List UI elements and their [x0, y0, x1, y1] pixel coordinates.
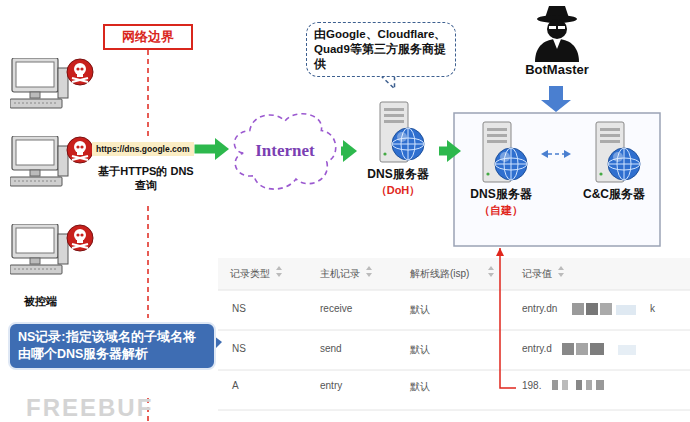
- watermark: FREEBUF: [26, 394, 153, 422]
- node-title: DNS服务器: [470, 186, 531, 203]
- server-icon: [368, 100, 428, 166]
- dashed-link: [548, 153, 564, 155]
- table-cell: 默认: [410, 380, 430, 394]
- internet-cloud: Internet: [230, 108, 340, 194]
- url-banner: https://dns.google.com: [92, 142, 194, 156]
- table-cell: NS: [232, 343, 246, 354]
- cc-server: C&C服务器: [572, 120, 656, 203]
- table-header: 记录类型: [230, 267, 270, 281]
- computer-icon: [10, 224, 68, 274]
- green-arrow: [195, 145, 216, 154]
- node-title: 网络边界: [122, 28, 174, 46]
- table-cell: entry.d: [522, 343, 552, 354]
- ns-callout: NS记录:指定该域名的子域名将由哪个DNS服务器解析: [8, 322, 216, 370]
- victim-label: 被控端: [24, 294, 57, 308]
- node-title: NS记录:指定该域名的子域名将由哪个DNS服务器解析: [18, 329, 206, 363]
- dns-record-table: [218, 258, 690, 410]
- green-arrow: [439, 147, 447, 156]
- botmaster: BotMaster: [517, 4, 597, 77]
- doh-dns-server: DNS服务器（DoH）: [358, 100, 438, 198]
- table-cell: entry.dn: [522, 303, 557, 314]
- boundary-label: 网络边界: [103, 24, 193, 50]
- node-title: https://dns.google.com: [96, 144, 190, 154]
- node-title: Internet: [255, 141, 314, 161]
- provider-callout: 由Google、Cloudflare、Quad9等第三方服务商提供: [306, 22, 456, 77]
- node-title: DNS服务器: [367, 166, 428, 183]
- skull-icon: [67, 137, 93, 163]
- table-header: 主机记录: [320, 267, 360, 281]
- table-cell: send: [320, 343, 342, 354]
- node-title: C&C服务器: [583, 186, 645, 203]
- table-cell: entry: [320, 380, 342, 391]
- table-cell: k: [650, 303, 655, 314]
- table-header: 解析线路(isp): [410, 267, 469, 281]
- table-cell: 默认: [410, 343, 430, 357]
- skull-icon: [67, 225, 93, 251]
- table-cell: A: [232, 380, 239, 391]
- node-subtitle: （自建）: [479, 203, 523, 218]
- computer-icon: [10, 58, 68, 108]
- node-subtitle: （DoH）: [376, 183, 421, 198]
- masked-value: [552, 303, 636, 390]
- table-cell: NS: [232, 303, 246, 314]
- self-hosted-region: [454, 113, 660, 246]
- node-title: BotMaster: [525, 62, 589, 77]
- hacker-icon: [529, 4, 585, 62]
- node-title: 由Google、Cloudflare、Quad9等第三方服务商提供: [314, 27, 448, 72]
- server-icon: [584, 120, 644, 186]
- control-arrow: [541, 86, 571, 112]
- table-cell: receive: [320, 303, 352, 314]
- query-note: 基于HTTPS的 DNS查询: [94, 164, 198, 193]
- callout-tail: [381, 75, 395, 89]
- table-header: 记录值: [522, 267, 552, 281]
- green-arrow: [341, 147, 343, 156]
- computer-icon: [10, 136, 68, 186]
- table-cell: 198.: [522, 380, 541, 391]
- own-dns-server: DNS服务器（自建）: [462, 120, 540, 218]
- skull-icon: [67, 59, 93, 85]
- pointer-arrow: [500, 248, 516, 388]
- table-cell: 默认: [410, 303, 430, 317]
- server-icon: [471, 120, 531, 186]
